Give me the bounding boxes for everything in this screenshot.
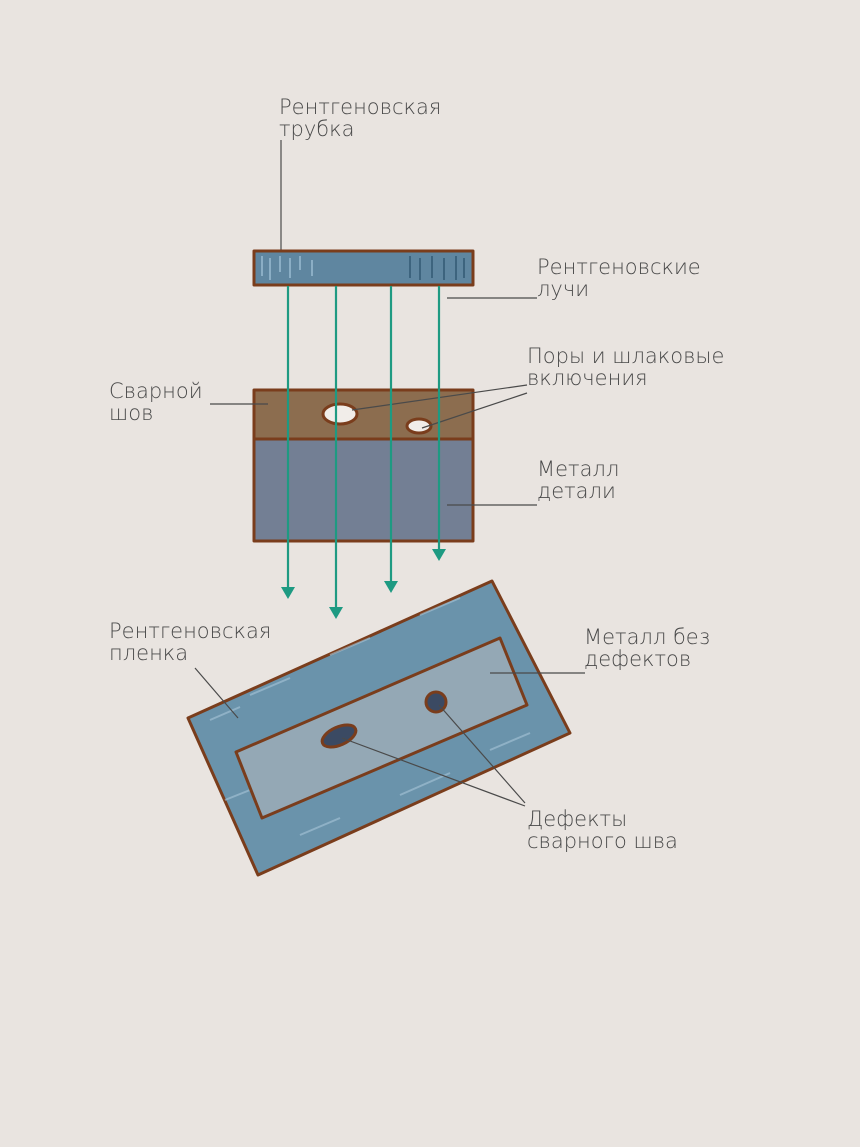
xray-beams	[281, 286, 446, 619]
label-line: пленка	[109, 641, 189, 665]
label-line: шов	[109, 401, 154, 425]
ray-3-arrowhead	[384, 581, 398, 593]
label-xray-tube: Рентгеновская трубка	[279, 96, 441, 140]
label-xray-film: Рентгеновская пленка	[109, 620, 271, 664]
part-metal	[252, 437, 475, 543]
label-line: Металл без	[584, 625, 711, 649]
tube-texture-dark	[409, 256, 465, 280]
film-texture	[209, 597, 531, 836]
label-part-metal: Металл детали	[537, 458, 619, 502]
pore-small	[405, 417, 433, 435]
label-line: Рентгеновская	[279, 95, 442, 119]
label-line: Дефекты	[527, 807, 628, 831]
label-line: сварного шва	[527, 829, 678, 853]
label-line: лучи	[537, 277, 590, 301]
defect-spot-1	[320, 723, 358, 749]
label-line: дефектов	[584, 647, 692, 671]
label-line: Поры и шлаковые	[527, 344, 725, 368]
label-line: включения	[527, 366, 648, 390]
label-flawless-metal: Металл без дефектов	[584, 626, 710, 670]
label-line: Сварной	[109, 379, 203, 403]
label-xrays: Рентгеновские лучи	[537, 256, 701, 300]
film-weld-image	[234, 636, 529, 820]
label-line: Рентгеновские	[537, 255, 701, 279]
label-line: детали	[537, 479, 616, 503]
defects-leader-line-1	[341, 737, 526, 807]
label-pores: Поры и шлаковые включения	[527, 345, 724, 389]
tube-texture	[261, 256, 313, 280]
label-line: Металл	[537, 457, 620, 481]
ray-4-arrowhead	[432, 549, 446, 561]
pore-large	[321, 402, 359, 426]
label-weld-defects: Дефекты сварного шва	[527, 808, 678, 852]
label-line: трубка	[279, 117, 355, 141]
xray-tube	[252, 249, 475, 287]
defects-leader-line-2	[438, 704, 526, 804]
ray-2-arrowhead	[329, 607, 343, 619]
film-leader-line	[194, 667, 239, 719]
label-weld-seam: Сварной шов	[109, 380, 203, 424]
ray-1-arrowhead	[281, 587, 295, 599]
label-line: Рентгеновская	[109, 619, 272, 643]
